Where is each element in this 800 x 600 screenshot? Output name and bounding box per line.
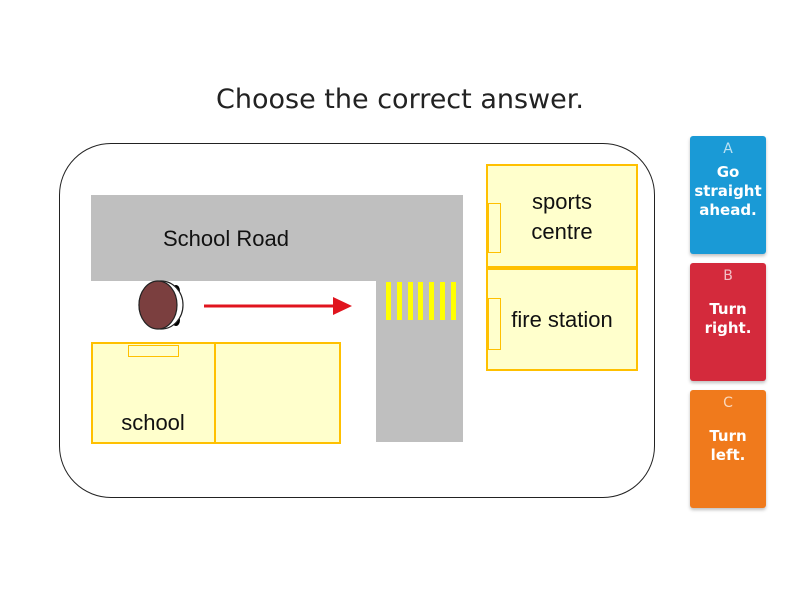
road-label: School Road [163,226,289,251]
fire-station-door [488,298,501,350]
sports-centre-label-line2: centre [531,219,593,244]
crossing-stripe [418,282,424,320]
answer-c-text: Turn left. [709,427,747,464]
crossing-stripe [429,282,435,320]
fire-station-building [486,268,638,371]
crossing-stripe [386,282,391,320]
sports-centre-label: sports centre [502,187,622,247]
school-annex-building [214,342,341,444]
zebra-crossing [386,282,456,320]
crossing-stripe [407,282,413,320]
sports-centre-building [486,164,638,268]
school-label: school [121,410,185,435]
school-road [91,195,463,281]
crossing-stripe [440,282,446,320]
answer-a-letter: A [723,141,733,157]
answer-a-text: Go straight ahead. [694,163,762,219]
answer-b-button[interactable]: B Turn right. [690,263,766,381]
question-title: Choose the correct answer. [216,84,584,115]
answer-b-letter: B [723,268,733,284]
answer-c-button[interactable]: C Turn left. [690,390,766,508]
crossing-stripe [396,282,402,320]
school-door [128,345,179,357]
answer-b-text: Turn right. [704,300,752,337]
sports-centre-door [488,203,501,253]
answer-a-button[interactable]: A Go straight ahead. [690,136,766,254]
sports-centre-label-line1: sports [532,189,592,214]
fire-station-label: fire station [511,307,613,332]
crossing-stripe [450,282,456,320]
school-building [91,342,217,444]
answer-c-letter: C [723,395,733,411]
